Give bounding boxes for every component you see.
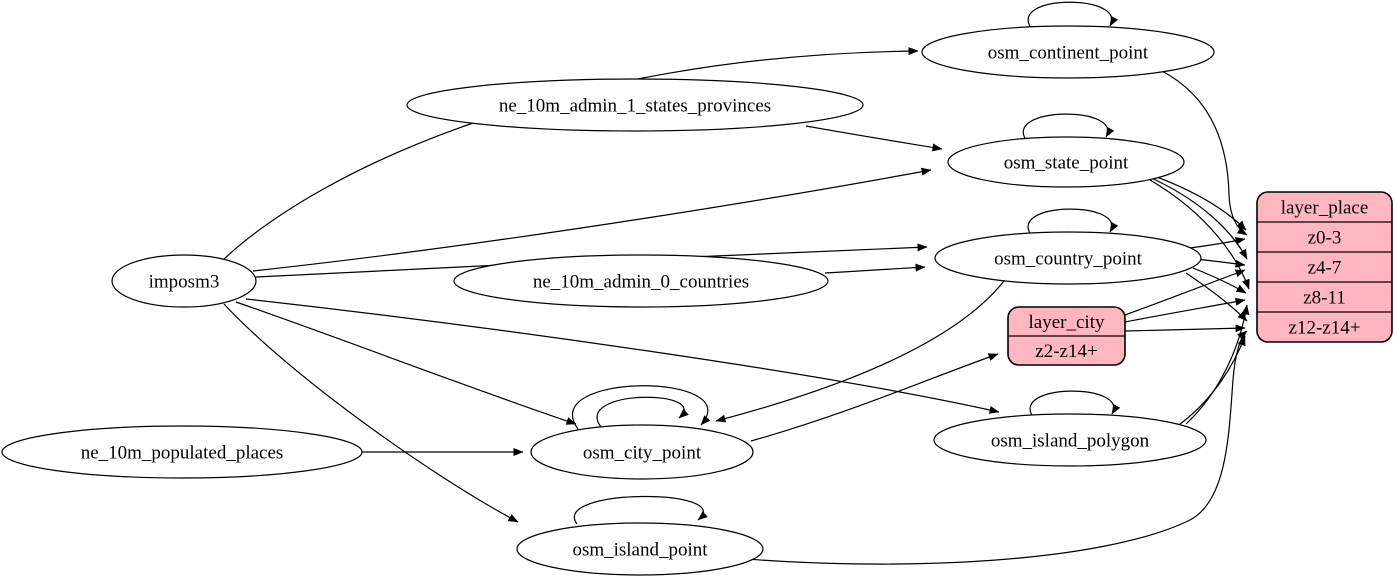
node-label: ne_10m_admin_0_countries [533, 272, 749, 293]
edge-osm_country_point-to-layer_place-z0-3 [1189, 236, 1246, 249]
node-label: imposm3 [149, 272, 220, 293]
edge-osm_island_polygon-to-osm_island_polygon [1029, 390, 1121, 418]
record-title: layer_place [1281, 198, 1369, 219]
node-osm_island_polygon: osm_island_polygon [933, 413, 1207, 467]
record-row-z8-11: z8-11 [1303, 288, 1346, 309]
record-title: layer_city [1029, 312, 1105, 333]
record-row-z4-7: z4-7 [1308, 258, 1342, 279]
edge-osm_state_point-to-osm_state_point [1022, 113, 1115, 141]
table-ellipse [947, 136, 1185, 188]
node-osm_country_point: osm_country_point [934, 231, 1202, 285]
table-ellipse [921, 25, 1215, 79]
edge-osm_city_point-to-layer_city-z2-z14+ [750, 353, 999, 442]
nodes: imposm3 ne_10m_admin_1_states_provincesne… [1, 25, 1393, 576]
node-label: osm_country_point [994, 249, 1142, 270]
node-label: osm_city_point [583, 443, 702, 464]
edge-osm_island_point-to-layer_place-z12-z14+ [710, 330, 1248, 565]
node-layer_city: layer_city z2-z14+ [1007, 306, 1126, 366]
edge-osm_country_point-to-osm_city_point [715, 280, 1005, 423]
edge-osm_state_point-to-layer_place-z4-7 [1146, 175, 1248, 260]
edge-osm_state_point-to-layer_place-z0-3 [1142, 171, 1247, 231]
node-label: osm_continent_point [988, 43, 1149, 64]
node-osm_island_point: osm_island_point [516, 522, 764, 576]
node-label: ne_10m_admin_1_states_provinces [499, 96, 771, 117]
table-ellipse [530, 424, 754, 480]
edge-osm_island_point-to-osm_island_point [573, 495, 708, 525]
edge-osm_city_point-to-osm_city_point-2 [596, 396, 689, 428]
edge-imposm3-to-osm_state_point [252, 167, 932, 272]
node-label: ne_10m_populated_places [81, 443, 284, 464]
table-ellipse [933, 413, 1207, 467]
edge-osm_continent_point-to-layer_place-z0-3 [1159, 69, 1248, 236]
edge-osm_state_point-to-layer_place-z8-11 [1149, 179, 1250, 290]
edge-osm_country_point-to-osm_country_point [1027, 208, 1119, 236]
edge-imposm3-to-osm_city_point [235, 301, 577, 425]
edge-osm_country_point-to-layer_place-z12-z14+ [1185, 272, 1248, 322]
record-row-z12-z14+: z12-z14+ [1289, 318, 1361, 339]
edge-ne_10m_admin_1_states_provinces-to-osm_state_point [805, 125, 943, 152]
node-ne_10m_populated_places: ne_10m_populated_places [1, 425, 363, 479]
edge-osm_city_point-to-osm_city_point [571, 385, 711, 430]
edge-osm_country_point-to-layer_place-z4-7 [1195, 258, 1246, 268]
node-osm_state_point: osm_state_point [947, 136, 1185, 188]
node-osm_city_point: osm_city_point [530, 424, 754, 480]
node-osm_continent_point: osm_continent_point [921, 25, 1215, 79]
node-imposm3: imposm3 [111, 254, 257, 308]
node-label: osm_island_point [572, 540, 708, 561]
edge-layer_city-to-layer_place-z8-11 [1124, 297, 1246, 323]
table-ellipse [1, 425, 363, 479]
edges [223, 1, 1250, 565]
table-ellipse [453, 254, 829, 308]
node-label: osm_island_polygon [991, 431, 1150, 452]
node-ne_10m_admin_0_countries: ne_10m_admin_0_countries [453, 254, 829, 308]
edge-layer_city-to-layer_place-z12-z14+ [1124, 324, 1246, 333]
record-row-z2-z14+: z2-z14+ [1035, 341, 1097, 362]
edge-osm_island_polygon-to-layer_place-z12-z14+ [1175, 335, 1246, 428]
table-ellipse [406, 78, 864, 132]
edge-layer_city-to-layer_place-z4-7 [1124, 269, 1246, 316]
node-label: osm_state_point [1004, 153, 1129, 174]
record-box [1256, 191, 1393, 343]
table-ellipse [111, 254, 257, 308]
record-row-z0-3: z0-3 [1308, 228, 1342, 249]
table-ellipse [516, 522, 764, 576]
edge-imposm3-to-osm_island_point [223, 303, 519, 523]
node-ne_10m_admin_1_states_provinces: ne_10m_admin_1_states_provinces [406, 78, 864, 132]
edge-osm_continent_point-to-osm_continent_point [1027, 1, 1119, 29]
table-ellipse [934, 231, 1202, 285]
edge-ne_10m_admin_0_countries-to-osm_country_point [824, 263, 926, 274]
edge-osm_island_polygon-to-layer_place-z8-11 [1185, 304, 1250, 425]
edge-imposm3-to-osm_island_polygon [245, 298, 1000, 414]
node-layer_place: layer_place z0-3 z4-7 z8-11 z12-z14+ [1256, 191, 1393, 343]
edge-osm_country_point-to-layer_place-z8-11 [1192, 267, 1247, 294]
